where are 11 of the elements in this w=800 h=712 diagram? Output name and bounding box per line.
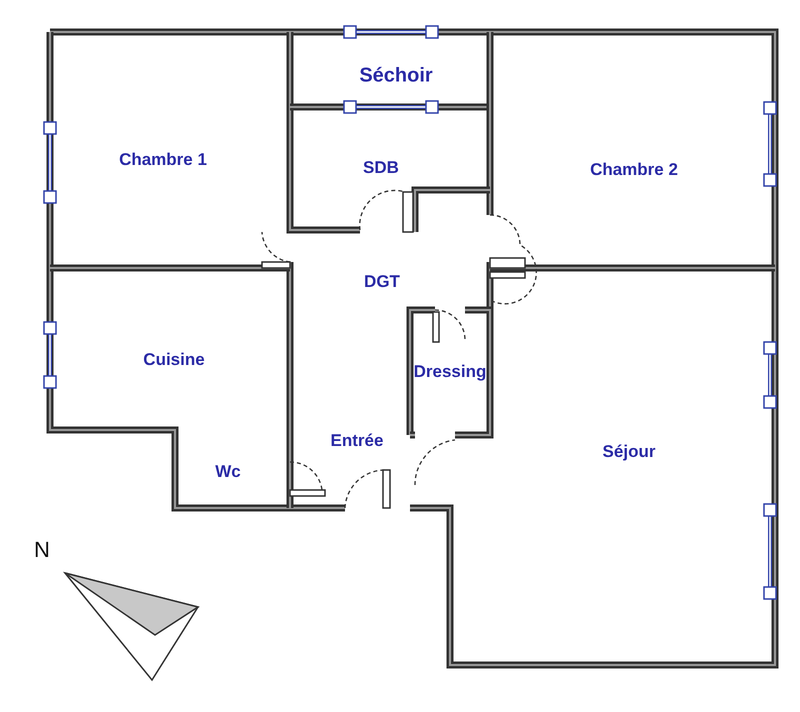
room-label: SDB (363, 158, 399, 178)
room-label: Entrée (330, 431, 384, 451)
room-label: DGT (364, 272, 400, 292)
room-label: Dressing (414, 362, 486, 382)
room-label: Chambre 2 (590, 160, 678, 180)
room-label: Séjour (602, 442, 656, 462)
north-label: N (34, 537, 50, 563)
room-label: Séchoir (359, 64, 433, 88)
room-label: Chambre 1 (119, 150, 207, 170)
room-label: Cuisine (143, 350, 205, 370)
room-label: Wc (215, 462, 241, 482)
